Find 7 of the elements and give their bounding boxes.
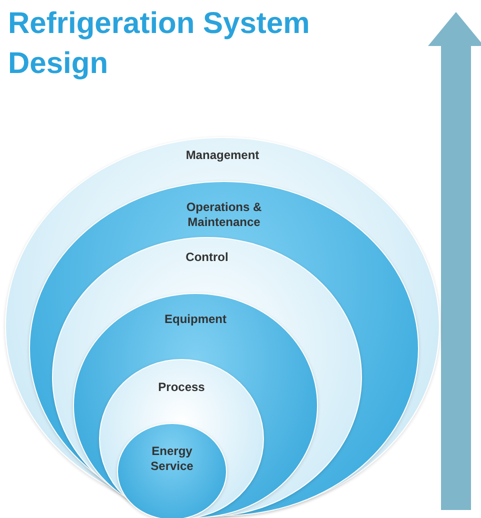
layer-label: Equipment	[164, 312, 228, 327]
layer-label: Energy Service	[150, 444, 194, 474]
layer-label: Process	[157, 380, 206, 395]
layer-label: Control	[184, 250, 230, 265]
layer-label: Operations & Maintenance	[185, 200, 263, 230]
title: Refrigeration System Design	[8, 6, 311, 82]
layer-label: Management	[184, 148, 260, 163]
